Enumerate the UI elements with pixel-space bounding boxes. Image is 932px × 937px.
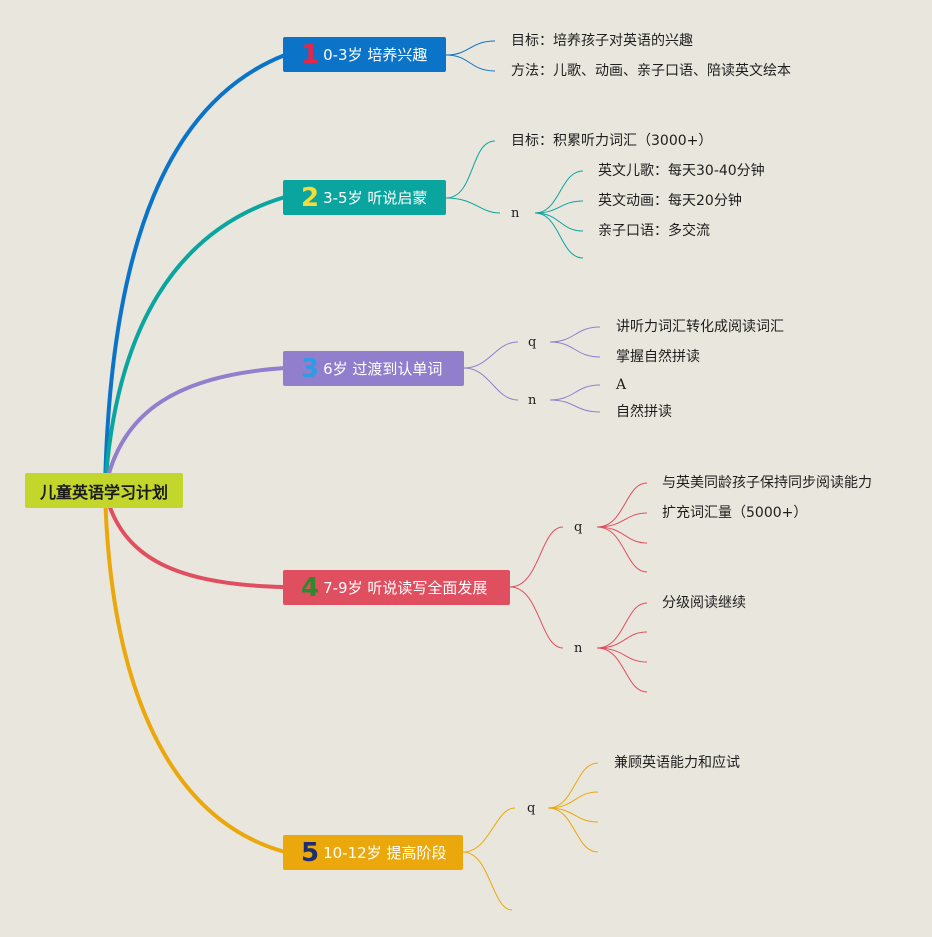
stage-5-number-badge: 5 bbox=[301, 837, 320, 868]
stage-2-leaf-goal[interactable]: 目标：积累听力词汇（3000+） bbox=[511, 133, 713, 149]
stage-1-label: 0-3岁 培养兴趣 bbox=[323, 46, 428, 64]
stage-5-label: 10-12岁 提高阶段 bbox=[323, 844, 447, 862]
stage-4-sub-leaf[interactable]: 分级阅读继续 bbox=[662, 595, 746, 611]
stage-3-sub-q[interactable]: q bbox=[528, 335, 537, 350]
stage-2-sub-n[interactable]: n bbox=[511, 206, 520, 221]
stage-1-leaf-method[interactable]: 方法：儿歌、动画、亲子口语、陪读英文绘本 bbox=[511, 63, 791, 79]
branch-4 bbox=[103, 489, 286, 589]
branch-1 bbox=[103, 53, 286, 491]
stage-4-label: 7-9岁 听说读写全面发展 bbox=[323, 579, 488, 597]
stage-3-sub-leaf[interactable]: 讲听力词汇转化成阅读词汇 bbox=[616, 319, 784, 335]
stage-1-leaf-goal[interactable]: 目标：培养孩子对英语的兴趣 bbox=[511, 33, 693, 49]
stage-3-number-badge: 3 bbox=[301, 353, 320, 384]
stage-4-sub-leaf[interactable]: 扩充词汇量（5000+） bbox=[662, 505, 808, 521]
stage-2-sub-leaf[interactable]: 亲子口语：多交流 bbox=[598, 223, 710, 239]
stage-4-sub-n[interactable]: n bbox=[574, 641, 583, 656]
stage-5-sub-leaf[interactable]: 兼顾英语能力和应试 bbox=[614, 755, 740, 771]
stage-3-sub-leaf[interactable]: A bbox=[616, 377, 627, 393]
stage-2-sub-leaf[interactable]: 英文动画：每天20分钟 bbox=[598, 193, 742, 209]
stage-2-label: 3-5岁 听说启蒙 bbox=[323, 189, 428, 207]
stage-5-sub-q[interactable]: q bbox=[527, 801, 536, 816]
stage-5-node[interactable]: 5 10-12岁 提高阶段 bbox=[283, 835, 463, 870]
branch-3 bbox=[103, 366, 286, 491]
stage-1-number-badge: 1 bbox=[301, 39, 320, 70]
stage-4-node[interactable]: 4 7-9岁 听说读写全面发展 bbox=[283, 570, 510, 605]
branch-5 bbox=[103, 489, 286, 854]
stage-4-sub-q[interactable]: q bbox=[574, 520, 583, 535]
stage-2-node[interactable]: 2 3-5岁 听说启蒙 bbox=[283, 180, 446, 215]
stage-3-node[interactable]: 3 6岁 过渡到认单词 bbox=[283, 351, 464, 386]
stage-3-sub-n[interactable]: n bbox=[528, 393, 537, 408]
stage-3-label: 6岁 过渡到认单词 bbox=[323, 360, 443, 378]
stage-4-number-badge: 4 bbox=[301, 572, 320, 603]
stage-2-sub-leaf[interactable]: 英文儿歌：每天30-40分钟 bbox=[598, 163, 765, 179]
stage-3-sub-leaf[interactable]: 掌握自然拼读 bbox=[616, 349, 700, 365]
stage-4-sub-leaf[interactable]: 与英美同龄孩子保持同步阅读能力 bbox=[662, 475, 872, 491]
root-node[interactable]: 儿童英语学习计划 bbox=[25, 473, 183, 508]
stage-3-sub-leaf[interactable]: 自然拼读 bbox=[616, 404, 672, 420]
branch-2 bbox=[103, 195, 286, 491]
stage-2-number-badge: 2 bbox=[301, 182, 320, 213]
stage-1-node[interactable]: 1 0-3岁 培养兴趣 bbox=[283, 37, 446, 72]
